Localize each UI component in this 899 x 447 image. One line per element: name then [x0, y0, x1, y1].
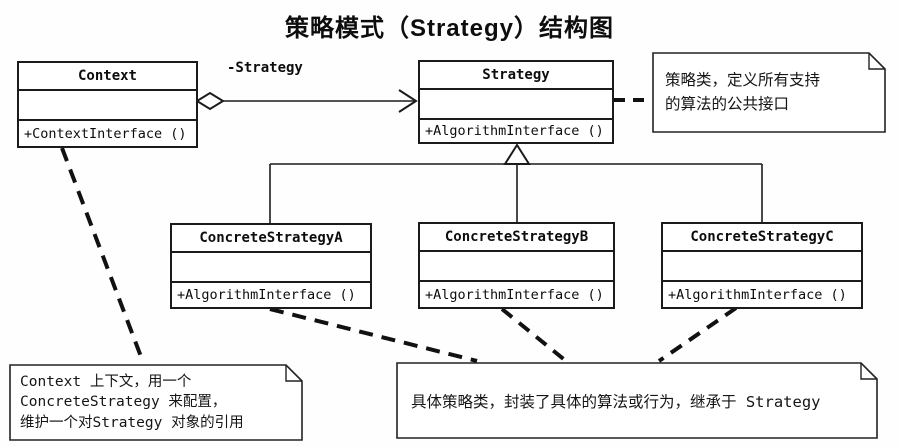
uml-open-arrow-icon [398, 89, 418, 113]
note-anchor-concreteA [269, 307, 478, 363]
note-concrete: 具体策略类，封装了具体的算法或行为，继承于 Strategy [411, 363, 821, 438]
note-concrete-line1: 具体策略类，封装了具体的算法或行为，继承于 Strategy [411, 392, 821, 411]
class-box-context: Context +ContextInterface () [17, 61, 198, 148]
class-box-concrete-strategy-c: ConcreteStrategyC +AlgorithmInterface () [661, 222, 863, 309]
class-name-context: Context [19, 63, 196, 91]
class-name-concrete-strategy-a: ConcreteStrategyA [172, 225, 370, 253]
note-strategy-line2: 的算法的公共接口 [665, 94, 790, 113]
class-method-strategy: +AlgorithmInterface () [425, 123, 604, 139]
class-attributes-concrete-strategy-c [663, 252, 861, 282]
uml-aggregation-diamond-icon [195, 91, 225, 111]
note-anchor-context [60, 147, 145, 363]
note-context-line1: Context 上下文，用一个 [20, 373, 192, 390]
class-box-concrete-strategy-a: ConcreteStrategyA +AlgorithmInterface () [170, 223, 372, 309]
note-context-line3: 维护一个对Strategy 对象的引用 [20, 414, 244, 431]
note-fold-icon [860, 363, 877, 380]
class-box-strategy: Strategy +AlgorithmInterface () [418, 60, 614, 144]
class-method-concrete-strategy-c: +AlgorithmInterface () [668, 286, 847, 303]
note-anchor-concreteB [500, 307, 568, 363]
class-attributes-strategy [420, 90, 612, 120]
class-attributes-concrete-strategy-b [420, 252, 613, 282]
note-strategy: 策略类，定义所有支持 的算法的公共接口 [665, 53, 820, 132]
class-name-concrete-strategy-c: ConcreteStrategyC [663, 224, 861, 252]
note-concrete-outline [396, 362, 878, 439]
class-method-context: +ContextInterface () [24, 125, 187, 142]
class-box-concrete-strategy-b: ConcreteStrategyB +AlgorithmInterface () [418, 222, 615, 309]
note-strategy-line1: 策略类，定义所有支持 [665, 71, 821, 90]
aggregation-role-label: -Strategy [227, 60, 303, 76]
note-fold-icon [285, 365, 302, 382]
class-attributes-context [19, 91, 196, 121]
class-attributes-concrete-strategy-a [172, 253, 370, 283]
class-name-concrete-strategy-b: ConcreteStrategyB [420, 224, 613, 252]
note-context-outline [9, 364, 303, 441]
note-strategy-outline [652, 52, 886, 133]
uml-inheritance-triangle-icon [503, 143, 531, 165]
note-anchor-concreteC [657, 306, 738, 363]
diagram-title: 策略模式（Strategy）结构图 [284, 15, 615, 42]
class-name-strategy: Strategy [420, 62, 612, 90]
note-fold-icon [868, 53, 885, 70]
note-context: Context 上下文，用一个 ConcreteStrategy 来配置， 维护… [20, 365, 244, 440]
class-method-concrete-strategy-b: +AlgorithmInterface () [425, 286, 604, 303]
note-context-line2: ConcreteStrategy 来配置， [20, 394, 227, 411]
class-method-concrete-strategy-a: +AlgorithmInterface () [177, 287, 356, 303]
